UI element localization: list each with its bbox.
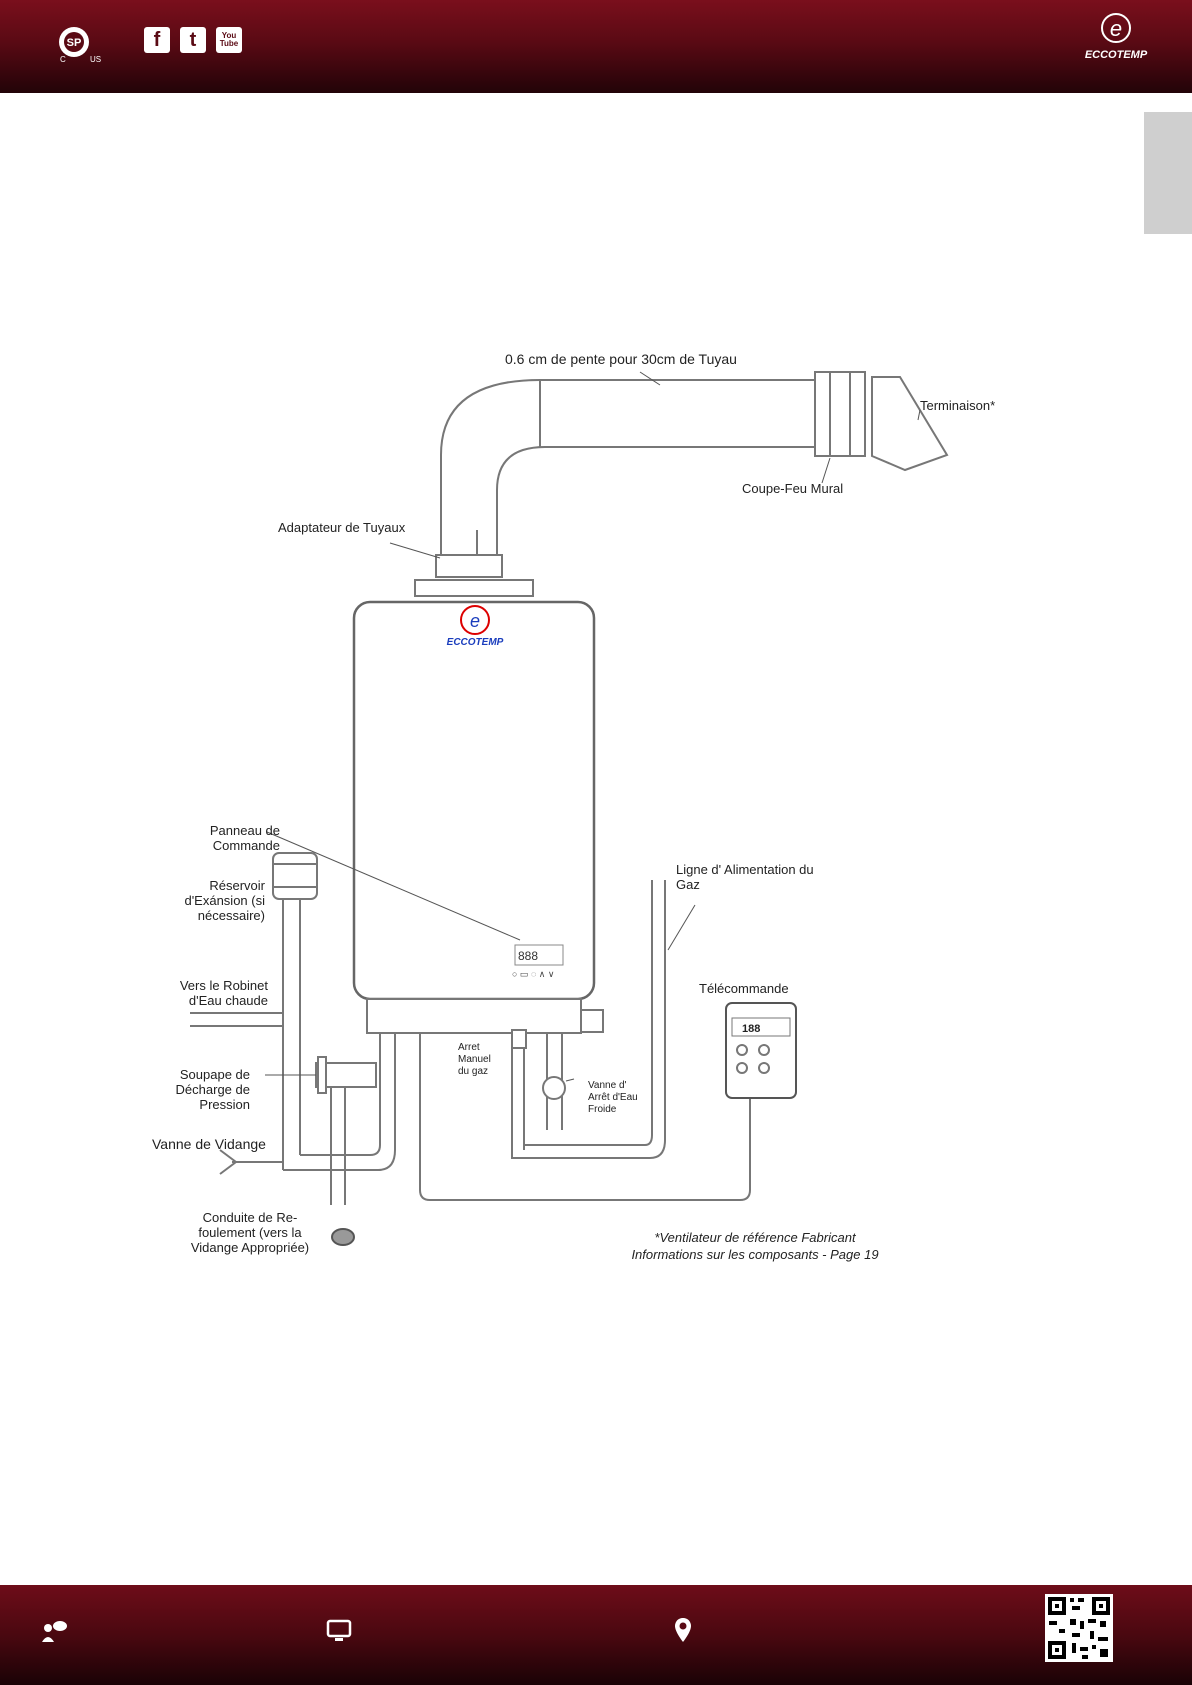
display-digits: 888 xyxy=(518,949,538,963)
cert-c-text: C xyxy=(60,55,66,64)
flue-pipe-inner xyxy=(496,446,815,570)
csa-cert-logo: SP C US xyxy=(58,22,104,64)
expansion-tank xyxy=(272,852,318,900)
gas-shutoff-label: Arret Manuel du gaz xyxy=(458,1042,491,1077)
discharge-label: Conduite de Re-foulement (vers la Vidang… xyxy=(190,1210,310,1255)
location-pin-icon[interactable] xyxy=(673,1616,693,1649)
heater-base xyxy=(366,998,582,1034)
gas-supply-label: Ligne d' Alimentation du Gaz xyxy=(676,862,814,892)
display-window xyxy=(514,944,564,966)
svg-text:e: e xyxy=(470,611,480,631)
termination-label: Terminaison* xyxy=(920,398,996,413)
drain-valve-label: Vanne de Vidange xyxy=(152,1136,266,1152)
cert-mark-text: SP xyxy=(67,37,82,49)
brand-name: ECCOTEMP xyxy=(1085,49,1148,61)
footnote-line1: *Ventilateur de référence Fabricant xyxy=(654,1230,856,1245)
footnote-line2: Informations sur les composants - Page 1… xyxy=(631,1247,879,1262)
water-heater-body xyxy=(352,600,596,1001)
brand-logo-letter: e xyxy=(1110,16,1122,41)
youtube-icon[interactable]: You Tube xyxy=(216,27,242,53)
floor-drain xyxy=(331,1228,355,1246)
remote-label: Télécommande xyxy=(699,981,789,996)
facebook-icon[interactable]: f xyxy=(144,27,170,53)
person-chat-icon[interactable] xyxy=(40,1618,68,1649)
expansion-tank-label: Réservoir d'Exánsion (si nécessaire) xyxy=(184,878,265,923)
header-bar: SP C US f t You Tube e ECCOTEMP xyxy=(0,0,1192,93)
remote-digits: 188 xyxy=(742,1023,760,1035)
pipe-adapter xyxy=(435,554,503,578)
mounting-bracket xyxy=(414,579,534,597)
heater-logo: e ECCOTEMP xyxy=(447,605,504,648)
gas-shutoff-valve xyxy=(511,1029,527,1049)
cold-water-shutoff-valve xyxy=(542,1076,566,1100)
flue-pipe-outer xyxy=(440,379,815,570)
pipe-adapter-label: Adaptateur de Tuyaux xyxy=(278,520,406,535)
drain-valve xyxy=(219,1149,238,1175)
wall-firestop-label: Coupe-Feu Mural xyxy=(742,481,844,496)
twitter-icon[interactable]: t xyxy=(180,27,206,53)
heater-panel-buttons: ○ ▭ ◌ ∧ ∨ xyxy=(512,969,554,979)
heater-brand-text: ECCOTEMP xyxy=(447,637,504,648)
eccotemp-logo[interactable]: e ECCOTEMP xyxy=(1080,8,1152,66)
svg-text:○ ▭ ◌ ∧ ∨: ○ ▭ ◌ ∧ ∨ xyxy=(512,969,554,979)
slope-label: 0.6 cm de pente pour 30cm de Tuyau xyxy=(505,351,737,367)
cold-water-label: Vanne d' Arrêt d'Eau Froide xyxy=(588,1080,638,1115)
cert-us-text: US xyxy=(90,55,101,64)
installation-diagram: e ECCOTEMP 888 188 ○ ▭ ◌ ∧ ∨ 0.6 cm de p… xyxy=(152,351,996,1263)
wall-firestop xyxy=(814,371,866,457)
footer-bar xyxy=(0,1585,1192,1685)
relief-valve-label: Soupape de Décharge de Pression xyxy=(175,1067,250,1112)
hot-water-label: Vers le Robinet d'Eau chaude xyxy=(179,978,268,1008)
side-tab[interactable] xyxy=(1144,112,1192,234)
qr-code-icon[interactable] xyxy=(1045,1594,1113,1667)
control-panel-label: Panneau de Commande xyxy=(209,823,280,853)
monitor-icon[interactable] xyxy=(326,1618,352,1649)
termination-hood xyxy=(871,376,949,472)
